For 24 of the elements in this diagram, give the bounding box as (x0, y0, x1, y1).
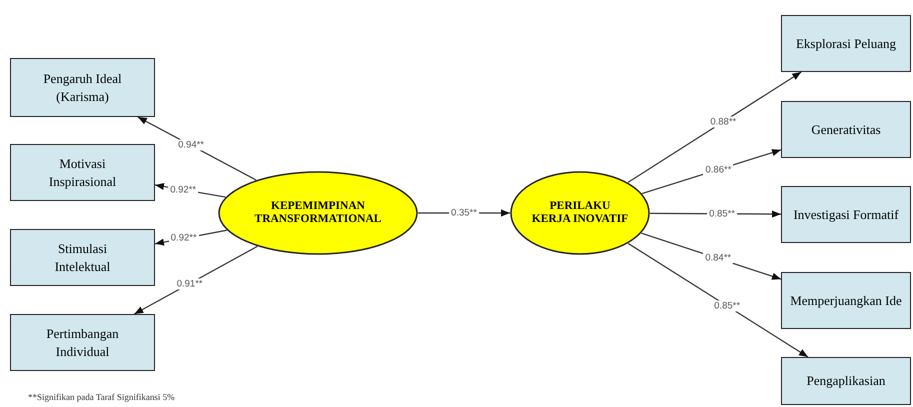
edge-label: 0.92** (168, 184, 198, 196)
edge-label: 0.91** (174, 278, 205, 290)
edge-label: 0.92** (168, 232, 199, 244)
edge-label: 0.85** (712, 300, 742, 312)
arrow (628, 72, 802, 183)
indicator-box: Investigasi Formatif (781, 186, 911, 243)
construct-label: KEPEMIMPINAN TRANSFORMATIONAL (254, 200, 382, 226)
edge-label: 0.85** (707, 208, 737, 220)
indicator-box: Motivasi Inspirasional (10, 144, 155, 201)
edge-label: 0.84** (703, 252, 734, 264)
indicator-box: Pengaruh Ideal (Karisma) (10, 58, 155, 117)
edge-label: 0.35** (449, 208, 479, 218)
indicator-box: Generativitas (781, 101, 911, 158)
edge-label: 0.94** (176, 140, 206, 151)
indicator-box: Memperjuangkan Ide (781, 272, 911, 329)
indicator-box: Pengaplikasian (781, 357, 911, 405)
indicator-box: Eksplorasi Peluang (781, 15, 911, 72)
indicator-box: Pertimbangan Individual (10, 314, 155, 371)
construct-label: PERILAKU KERJA INOVATIF (530, 200, 630, 226)
footnote: **Signifikan pada Taraf Signifikansi 5% (28, 392, 175, 402)
indicator-box: Stimulasi Intelektual (10, 229, 155, 286)
edge-label: 0.86** (704, 164, 734, 176)
arrow (628, 242, 808, 358)
edge-label: 0.88** (708, 116, 738, 128)
